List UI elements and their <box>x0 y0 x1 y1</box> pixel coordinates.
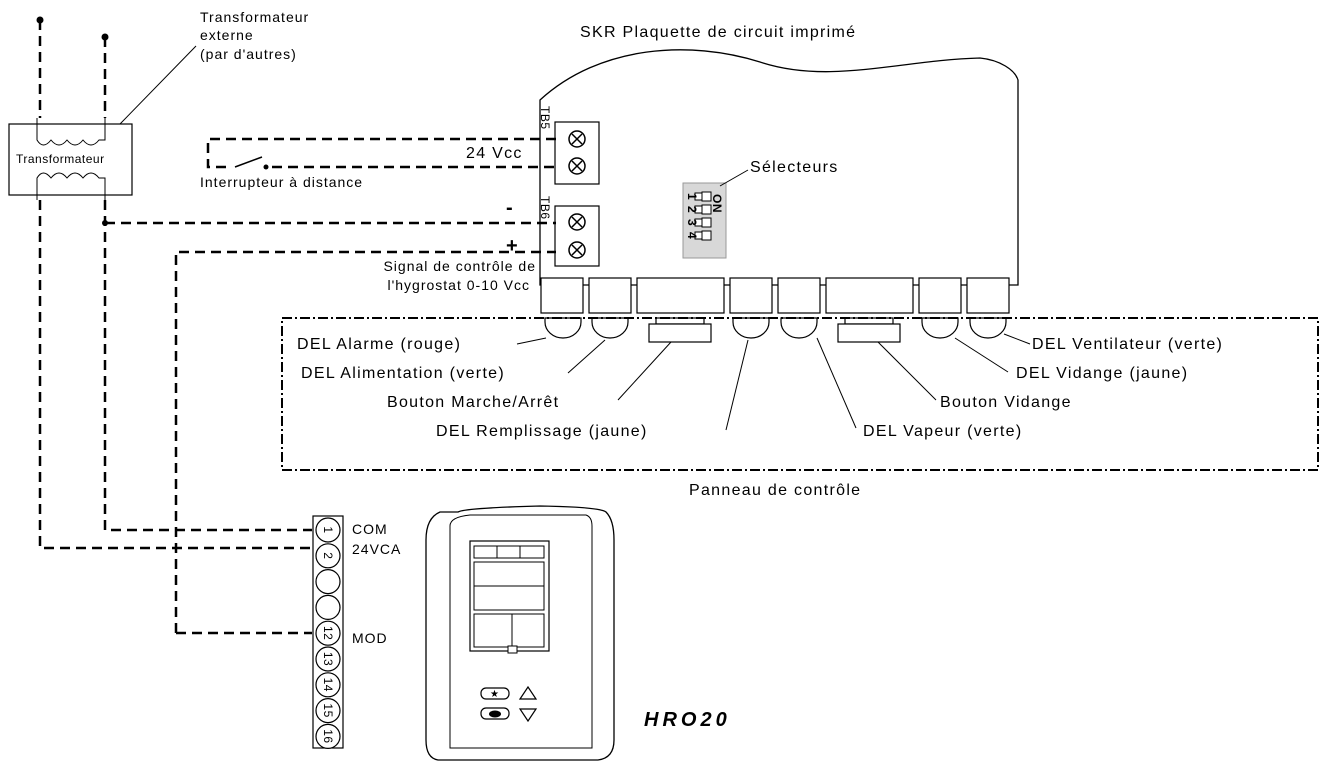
selectors-label: Sélecteurs <box>750 159 839 176</box>
dip-on-label: ON <box>710 194 724 213</box>
com-label: COM <box>352 521 388 537</box>
terminal-number: 12 <box>321 626 335 640</box>
dashed-wiring <box>38 20 556 635</box>
signal-label-line2: l'hygrostat 0-10 Vcc <box>387 277 530 293</box>
dip-number: 1 <box>685 193 699 200</box>
vca-label: 24VCA <box>352 541 401 557</box>
dip-number: 4 <box>685 232 699 239</box>
terminal-blank <box>315 568 341 595</box>
terminal-12 <box>315 620 341 646</box>
device-display <box>469 540 550 652</box>
external-transformer-label-line1: Transformateur <box>200 9 309 25</box>
tb6-label: TB6 <box>538 196 552 220</box>
star-button[interactable]: ★ <box>480 687 510 700</box>
plus-label: + <box>506 235 518 257</box>
onoff-button-icon <box>648 317 712 343</box>
circuit-board: SKR Plaquette de circuit imprimé TB5 TB6 <box>538 24 1019 343</box>
dip-number: 3 <box>685 219 699 226</box>
terminal-15 <box>315 697 341 724</box>
terminal-number: 1 <box>321 526 335 533</box>
external-transformer-label-line3: (par d'autres) <box>200 46 297 62</box>
screw-icon <box>568 213 586 231</box>
screw-icon <box>568 241 586 259</box>
onoff-button-label: Bouton Marche/Arrêt <box>387 394 559 411</box>
screw-icon <box>568 157 586 175</box>
led-steam-label: DEL Vapeur (verte) <box>863 423 1022 440</box>
triangle-up-icon <box>518 685 538 700</box>
terminal-number: 14 <box>321 678 335 692</box>
mod-label: MOD <box>352 630 388 646</box>
minus-label: - <box>506 197 513 219</box>
terminal-2 <box>315 543 341 569</box>
led-icon <box>544 317 582 339</box>
led-icon <box>969 317 1007 339</box>
led-alarm-label: DEL Alarme (rouge) <box>297 336 461 353</box>
terminal-16 <box>315 723 341 750</box>
transformer: Transformateur <box>8 118 133 200</box>
eye-icon <box>489 710 501 718</box>
led-icon <box>732 317 770 339</box>
terminal-number: 16 <box>321 729 335 743</box>
led-icon <box>921 317 959 339</box>
terminal-14 <box>315 672 341 698</box>
terminal-13 <box>315 646 341 672</box>
terminal-1 <box>315 517 341 543</box>
remote-switch <box>234 156 269 170</box>
hro20-device: ★ <box>425 505 615 761</box>
external-transformer-label-line2: externe <box>200 27 254 43</box>
board-connectors <box>540 277 1010 314</box>
up-arrow-button[interactable] <box>518 685 538 700</box>
terminal-blank <box>315 594 341 621</box>
signal-label-line1: Signal de contrôle de <box>383 258 536 274</box>
remote-switch-label: Interrupteur à distance <box>200 174 363 190</box>
triangle-down-icon <box>518 708 538 723</box>
drain-button-icon <box>837 317 901 343</box>
screw-icon <box>568 130 586 148</box>
tb5-terminal-block <box>554 121 600 185</box>
tb5-label: TB5 <box>538 106 552 130</box>
dip-switch: ON 1 2 3 4 <box>682 182 727 259</box>
led-icon <box>591 317 629 339</box>
tb6-terminal-block <box>554 205 600 267</box>
star-icon: ★ <box>490 689 499 700</box>
device-model-label: HRO20 <box>644 709 731 731</box>
voltage-24vcc-label: 24 Vcc <box>466 145 523 162</box>
leader-lines <box>516 333 1031 431</box>
dip-number: 2 <box>685 206 699 213</box>
terminal-number: 15 <box>321 703 335 717</box>
drain-button-label: Bouton Vidange <box>940 394 1072 411</box>
led-fill-label: DEL Remplissage (jaune) <box>436 423 648 440</box>
led-icon <box>780 317 818 339</box>
terminal-number: 2 <box>321 552 335 559</box>
led-power-label: DEL Alimentation (verte) <box>301 365 505 382</box>
control-panel-boundary <box>281 317 1319 471</box>
mode-button[interactable] <box>480 707 510 720</box>
down-arrow-button[interactable] <box>518 708 538 723</box>
board-title: SKR Plaquette de circuit imprimé <box>580 24 856 41</box>
control-panel-label: Panneau de contrôle <box>689 482 861 499</box>
led-fan-label: DEL Ventilateur (verte) <box>1032 336 1223 353</box>
transformer-label: Transformateur <box>16 152 105 166</box>
led-drain-label: DEL Vidange (jaune) <box>1016 365 1188 382</box>
terminal-number: 13 <box>321 652 335 666</box>
